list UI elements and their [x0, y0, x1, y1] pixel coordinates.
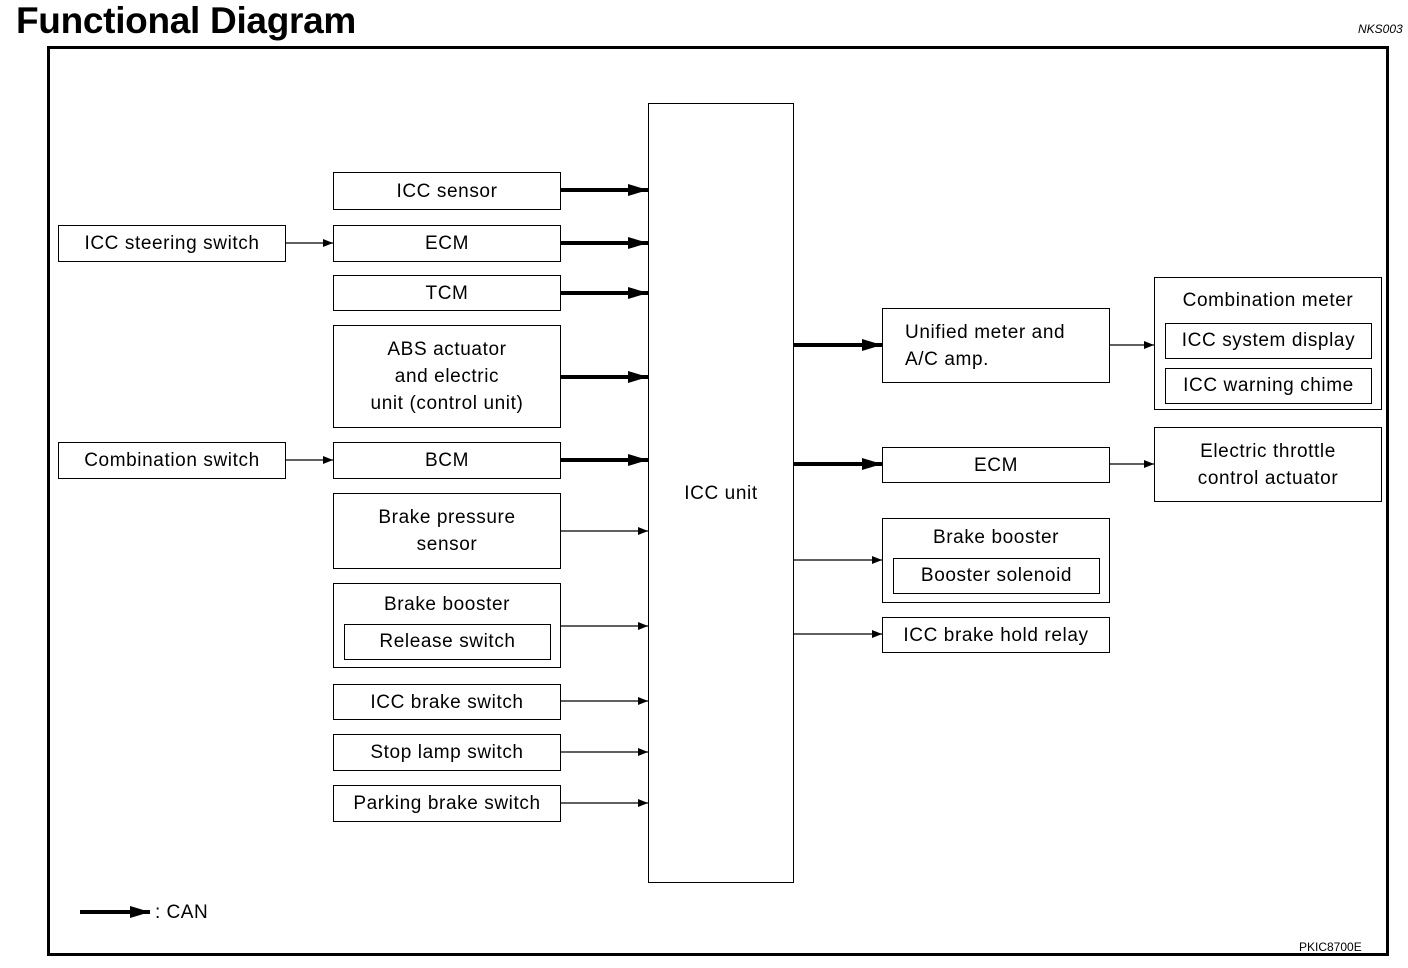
brake-booster-input-label: Brake booster: [383, 594, 511, 615]
ecm-input-box: ECM: [333, 225, 561, 262]
stop-lamp-switch-box: Stop lamp switch: [333, 734, 561, 771]
brake-pressure-sensor-box: Brake pressure sensor: [333, 493, 561, 569]
booster-solenoid-box: Booster solenoid: [893, 558, 1100, 594]
brake-booster-output-group: Brake booster Booster solenoid: [882, 518, 1110, 603]
icc-sensor-box: ICC sensor: [333, 172, 561, 210]
icc-brake-switch-box: ICC brake switch: [333, 684, 561, 720]
combination-switch-box: Combination switch: [58, 442, 286, 479]
page-title: Functional Diagram: [16, 0, 356, 41]
combination-meter-group: Combination meter ICC system display ICC…: [1154, 277, 1382, 410]
diagram-frame: [47, 46, 1389, 956]
tcm-box: TCM: [333, 275, 561, 311]
electric-throttle-box: Electric throttle control actuator: [1154, 427, 1382, 502]
icc-steering-switch-box: ICC steering switch: [58, 225, 286, 262]
brake-booster-input-group: Brake booster Release switch: [333, 583, 561, 668]
icc-brake-hold-relay-box: ICC brake hold relay: [882, 617, 1110, 653]
parking-brake-switch-box: Parking brake switch: [333, 785, 561, 822]
abs-actuator-box: ABS actuator and electric unit (control …: [333, 325, 561, 428]
ecm-output-box: ECM: [882, 447, 1110, 483]
icc-system-display-box: ICC system display: [1165, 323, 1372, 359]
bcm-box: BCM: [333, 442, 561, 479]
reference-code: NKS003: [1358, 22, 1403, 36]
legend-can-label: : CAN: [155, 902, 209, 923]
figure-code: PKIC8700E: [1299, 940, 1362, 954]
brake-booster-output-label: Brake booster: [932, 527, 1060, 548]
release-switch-box: Release switch: [344, 624, 551, 660]
combination-meter-label: Combination meter: [1182, 290, 1354, 311]
icc-unit-box: ICC unit: [648, 103, 794, 883]
icc-warning-chime-box: ICC warning chime: [1165, 368, 1372, 404]
unified-meter-box: Unified meter and A/C amp.: [882, 308, 1110, 383]
